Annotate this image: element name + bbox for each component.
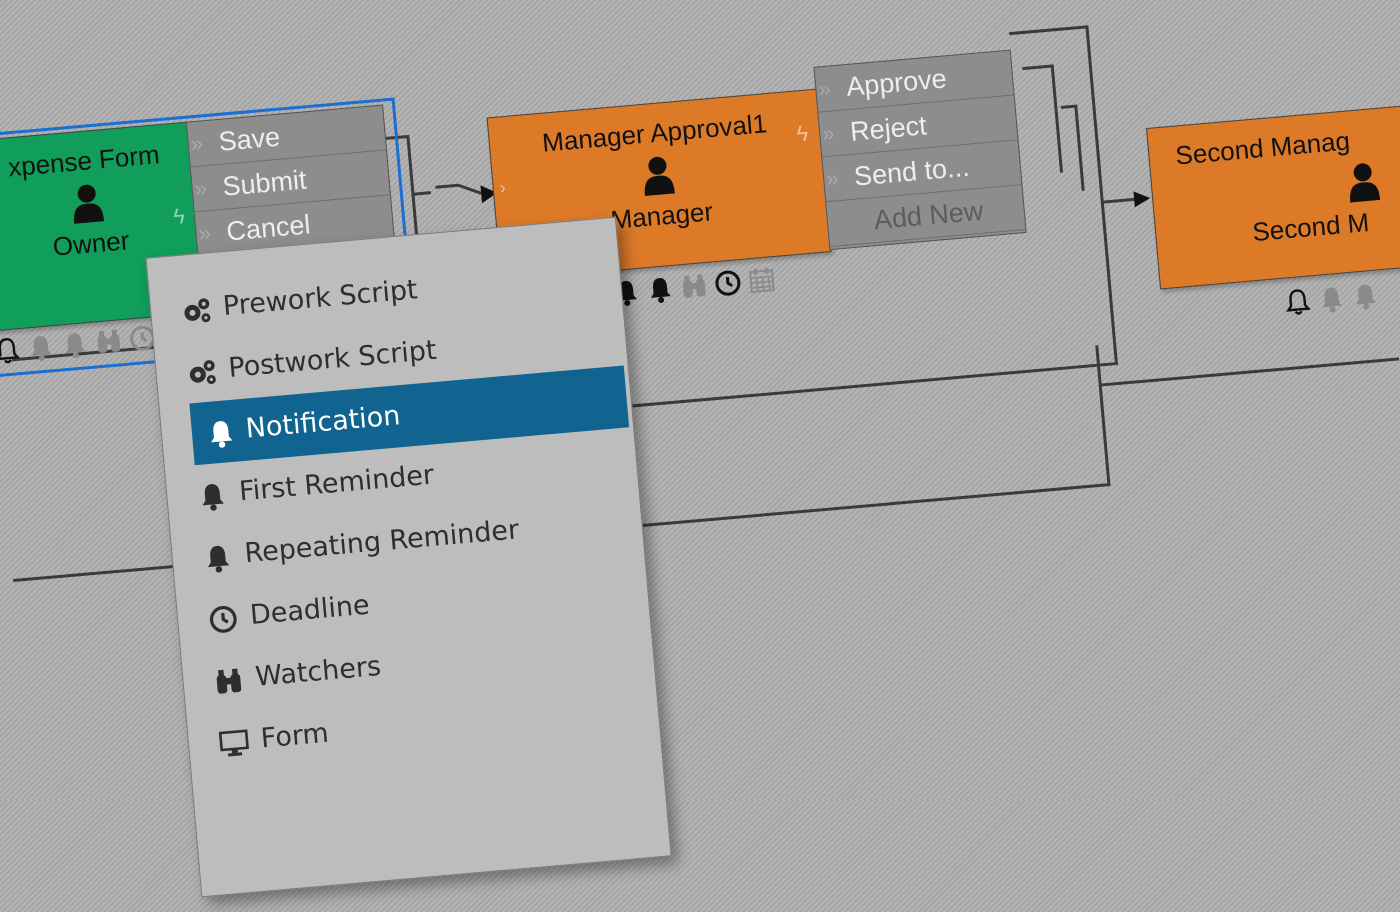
menu-item-label: Notification [244, 400, 402, 445]
calendar-icon[interactable] [747, 265, 777, 295]
chevron-right-icon: › [498, 177, 507, 198]
bell-outline-icon[interactable] [1283, 286, 1313, 316]
chevron-right-icon: » [825, 165, 840, 192]
binoculars-icon[interactable] [93, 326, 123, 356]
step-context-menu: Prework Script Postwork Script Notificat… [145, 216, 672, 898]
gears-icon [185, 356, 218, 389]
step-role: Second M [1251, 207, 1371, 248]
menu-item-label: First Reminder [237, 459, 436, 508]
lightning-icon: ϟ [795, 120, 810, 147]
lightning-icon: ϟ [172, 203, 187, 230]
person-icon [69, 181, 106, 224]
person-icon [1345, 160, 1382, 203]
menu-item-label: Deadline [248, 589, 371, 631]
bell-outline-icon[interactable] [0, 335, 22, 365]
menu-item-label: Prework Script [221, 274, 419, 323]
action-label: Approve [844, 63, 948, 103]
menu-item-label: Repeating Reminder [243, 514, 521, 570]
bell-icon[interactable] [60, 329, 90, 359]
binoculars-icon[interactable] [679, 271, 709, 301]
action-label: Send to... [852, 151, 971, 192]
bell-icon[interactable] [26, 332, 56, 362]
bell-icon [202, 541, 235, 574]
menu-item-label: Postwork Script [227, 334, 438, 384]
chevron-right-icon: » [197, 220, 212, 247]
bell-icon [205, 417, 238, 450]
step-title: xpense Form [6, 139, 161, 183]
action-list: » Approve » Reject » Send to... Add New [813, 49, 1027, 251]
bell-icon[interactable] [645, 274, 675, 304]
chevron-right-icon: » [821, 120, 836, 147]
action-label: Submit [221, 164, 308, 202]
binoculars-icon [212, 665, 245, 698]
monitor-icon [218, 727, 251, 760]
gears-icon [180, 294, 213, 327]
chevron-right-icon: » [817, 75, 832, 102]
menu-item-label: Watchers [254, 650, 383, 693]
chevron-right-icon: » [193, 175, 208, 202]
action-label: Save [217, 121, 282, 157]
clock-icon [207, 603, 240, 636]
clock-icon[interactable] [713, 268, 743, 298]
person-icon [640, 153, 677, 196]
bell-icon[interactable] [1350, 280, 1380, 310]
step-second-manager[interactable]: Second Manag Second M [1145, 102, 1400, 290]
bell-icon [196, 480, 229, 513]
action-label: Reject [848, 110, 928, 147]
bell-icon[interactable] [1316, 283, 1346, 313]
menu-item-label: Form [259, 717, 330, 755]
workflow-canvas: xpense Form Owner ϟ » Save » Submit » Ca… [0, 25, 1400, 898]
chevron-right-icon: » [189, 130, 205, 157]
action-label: Cancel [225, 209, 312, 247]
